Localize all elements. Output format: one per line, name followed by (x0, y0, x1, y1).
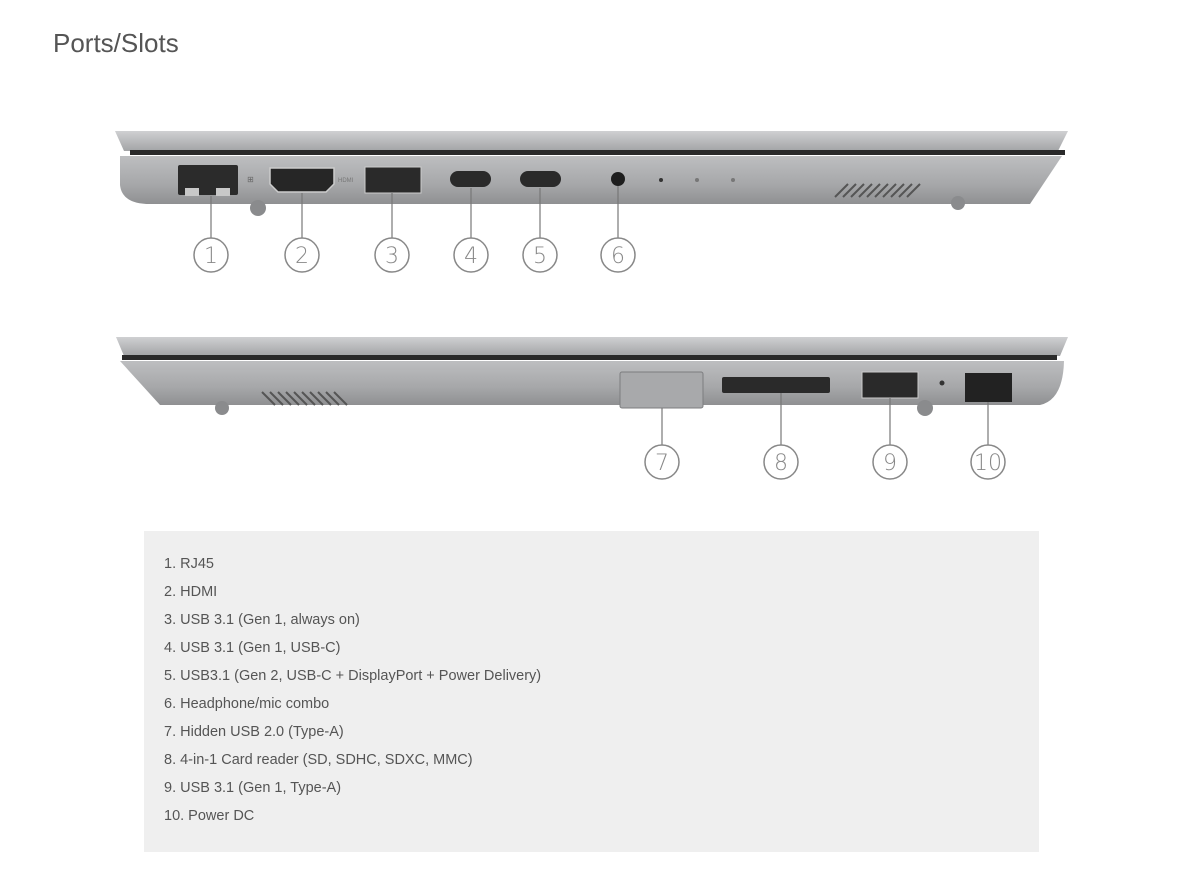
callout-3: 3 (385, 244, 399, 269)
callout-10: 10 (974, 451, 1002, 476)
usb-c-port (450, 171, 491, 187)
rj45-port (178, 165, 238, 196)
hdmi-label: HDMI (338, 178, 354, 184)
laptop-left-side-image: ⊞ HDMI 1 2 3 4 5 6 (115, 131, 1068, 273)
list-item: 9. USB 3.1 (Gen 1, Type-A) (164, 780, 342, 796)
list-item: 5. USB3.1 (Gen 2, USB-C + DisplayPort + … (164, 668, 542, 684)
list-item: 1. RJ45 (164, 556, 214, 572)
callout-1: 1 (204, 244, 218, 269)
vent (261, 391, 348, 406)
list-item: 8. 4-in-1 Card reader (SD, SDHC, SDXC, M… (164, 752, 473, 768)
svg-text:⊞: ⊞ (247, 175, 254, 184)
callout-6: 6 (611, 244, 625, 269)
list-item: 3. USB 3.1 (Gen 1, always on) (164, 612, 360, 628)
card-reader-slot (722, 377, 830, 393)
vent (834, 183, 921, 198)
ports-list-panel: 1. RJ45 2. HDMI 3. USB 3.1 (Gen 1, alway… (144, 531, 1039, 852)
page-title: Ports/Slots (53, 28, 179, 58)
callout-8: 8 (774, 451, 788, 476)
callout-7: 7 (655, 451, 669, 476)
callout-2: 2 (295, 244, 309, 269)
callout-5: 5 (533, 244, 547, 269)
laptop-side-views: ⊞ HDMI 1 2 3 4 5 6 (115, 131, 1068, 480)
list-item: 10. Power DC (164, 808, 255, 824)
laptop-right-side-image: 7 8 9 10 (116, 337, 1068, 480)
hidden-usb-cover (619, 371, 704, 409)
list-item: 6. Headphone/mic combo (164, 696, 330, 712)
usb-a-port (861, 371, 919, 399)
callout-9: 9 (883, 451, 897, 476)
audio-jack (611, 172, 625, 186)
list-item: 2. HDMI (164, 584, 218, 600)
usb-c-port (520, 171, 561, 187)
hdmi-port (269, 167, 335, 193)
list-item: 7. Hidden USB 2.0 (Type-A) (164, 724, 344, 740)
ports-list: 1. RJ45 2. HDMI 3. USB 3.1 (Gen 1, alway… (164, 555, 541, 835)
usb-a-port (364, 166, 422, 194)
power-dc-port (965, 373, 1012, 402)
list-item: 4. USB 3.1 (Gen 1, USB-C) (164, 640, 341, 656)
callout-4: 4 (464, 244, 478, 269)
